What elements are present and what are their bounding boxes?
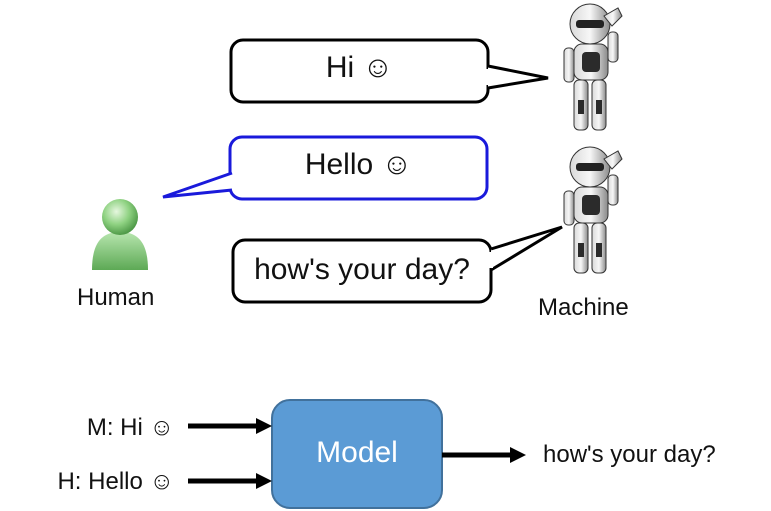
robot-icon-1 bbox=[563, 3, 623, 131]
robot-icon-2 bbox=[563, 146, 623, 274]
machine-speech-bubble-1 bbox=[229, 38, 549, 104]
output-label: how's your day? bbox=[543, 441, 716, 468]
model-label: Model bbox=[316, 436, 398, 469]
input-label-2: H: Hello ☺ bbox=[57, 468, 174, 495]
human-speech-bubble bbox=[162, 135, 489, 201]
human-icon bbox=[92, 199, 148, 270]
machine-bubble-2-text: how's your day? bbox=[254, 253, 470, 286]
human-bubble-text: Hello ☺ bbox=[304, 148, 413, 181]
input-label-1: M: Hi ☺ bbox=[86, 414, 174, 441]
output-arrow bbox=[442, 447, 526, 463]
machine-bubble-1-text: Hi ☺ bbox=[325, 51, 394, 84]
input-arrow-2 bbox=[188, 473, 272, 489]
input-arrow-1 bbox=[188, 418, 272, 434]
human-label: Human bbox=[77, 284, 155, 311]
machine-label: Machine bbox=[538, 294, 629, 321]
machine-speech-bubble-2 bbox=[231, 225, 563, 304]
